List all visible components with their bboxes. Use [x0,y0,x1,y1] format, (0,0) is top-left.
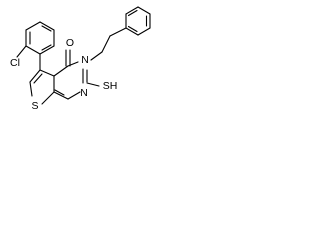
structure-diagram: O N N SH S Cl [0,0,162,133]
chloro-label: Cl [10,57,20,69]
nitrogen-bottom-label: N [80,87,88,99]
phenyl-ring [125,6,151,36]
nitrogen-top-label: N [81,54,89,66]
ethyl-linker [90,27,127,61]
thiophene-ring [29,69,55,105]
chlorophenyl-ring [16,21,55,71]
molecule-drawing: O N N SH S Cl [10,6,151,112]
thiol-label: SH [103,80,118,92]
sulfur-label: S [31,100,38,112]
oxygen-label: O [66,37,74,49]
carbonyl-bond [65,49,71,67]
pyrimidinone-ring [53,61,88,100]
thiol-bond [86,82,100,87]
